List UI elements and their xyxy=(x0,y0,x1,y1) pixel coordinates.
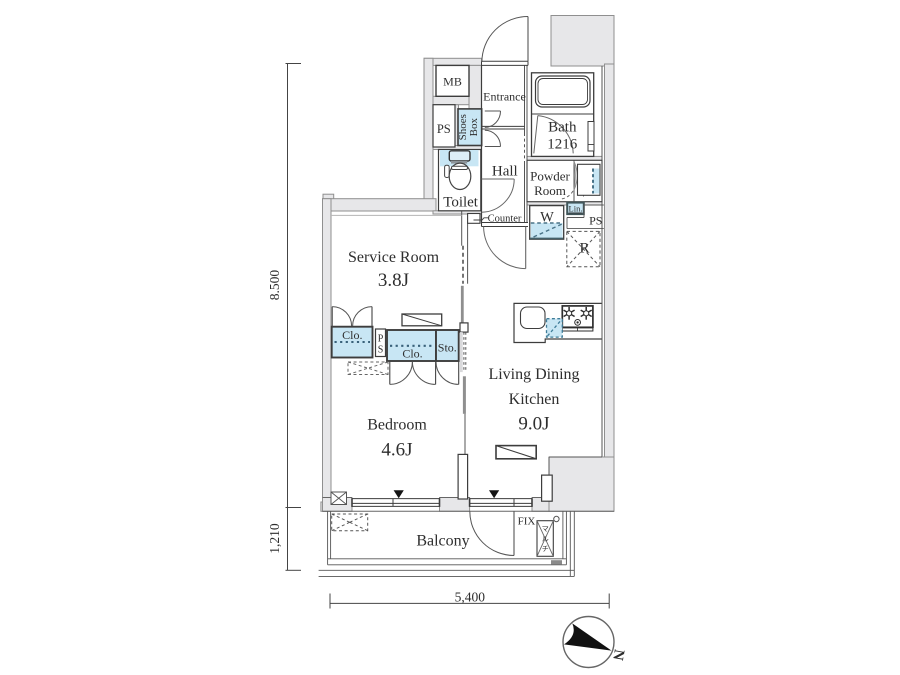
svg-text:Living Dining: Living Dining xyxy=(488,366,579,383)
svg-text:Bedroom: Bedroom xyxy=(367,417,427,434)
svg-text:1216: 1216 xyxy=(547,137,578,153)
svg-text:Service Room: Service Room xyxy=(348,249,440,266)
svg-text:8.500: 8.500 xyxy=(267,270,282,301)
svg-text:R: R xyxy=(579,241,589,257)
svg-text:PS: PS xyxy=(437,122,451,136)
svg-text:Box: Box xyxy=(468,118,480,137)
svg-text:Entrance: Entrance xyxy=(483,90,526,104)
svg-text:9.0J: 9.0J xyxy=(518,414,549,435)
svg-text:Kitchen: Kitchen xyxy=(509,391,560,408)
svg-text:PS: PS xyxy=(589,214,602,228)
svg-text:3.8J: 3.8J xyxy=(378,270,409,291)
svg-text:4.6J: 4.6J xyxy=(381,440,412,461)
svg-text:S: S xyxy=(378,345,384,356)
svg-text:N: N xyxy=(609,648,627,662)
svg-text:Hall: Hall xyxy=(492,164,518,180)
svg-text:チ: チ xyxy=(542,545,549,553)
svg-text:Toilet: Toilet xyxy=(443,195,479,211)
svg-text:Clo.: Clo. xyxy=(342,328,362,342)
svg-text:5,400: 5,400 xyxy=(455,590,486,605)
svg-text:Lin.: Lin. xyxy=(569,204,583,214)
svg-text:ル: ル xyxy=(542,535,549,543)
svg-text:Clo.: Clo. xyxy=(402,347,422,361)
svg-text:P: P xyxy=(378,334,384,345)
svg-text:W: W xyxy=(540,210,554,226)
svg-text:1,210: 1,210 xyxy=(267,523,282,554)
svg-text:Shoes: Shoes xyxy=(457,114,469,140)
svg-text:Balcony: Balcony xyxy=(416,533,469,550)
svg-text:Counter: Counter xyxy=(488,213,522,224)
svg-text:Room: Room xyxy=(534,183,566,198)
svg-text:Bath: Bath xyxy=(548,120,577,136)
svg-text:MB: MB xyxy=(443,75,462,89)
svg-text:Sto.: Sto. xyxy=(438,341,457,355)
svg-text:マ: マ xyxy=(542,525,549,533)
svg-text:Powder: Powder xyxy=(530,169,570,184)
svg-text:FIX: FIX xyxy=(518,516,536,528)
